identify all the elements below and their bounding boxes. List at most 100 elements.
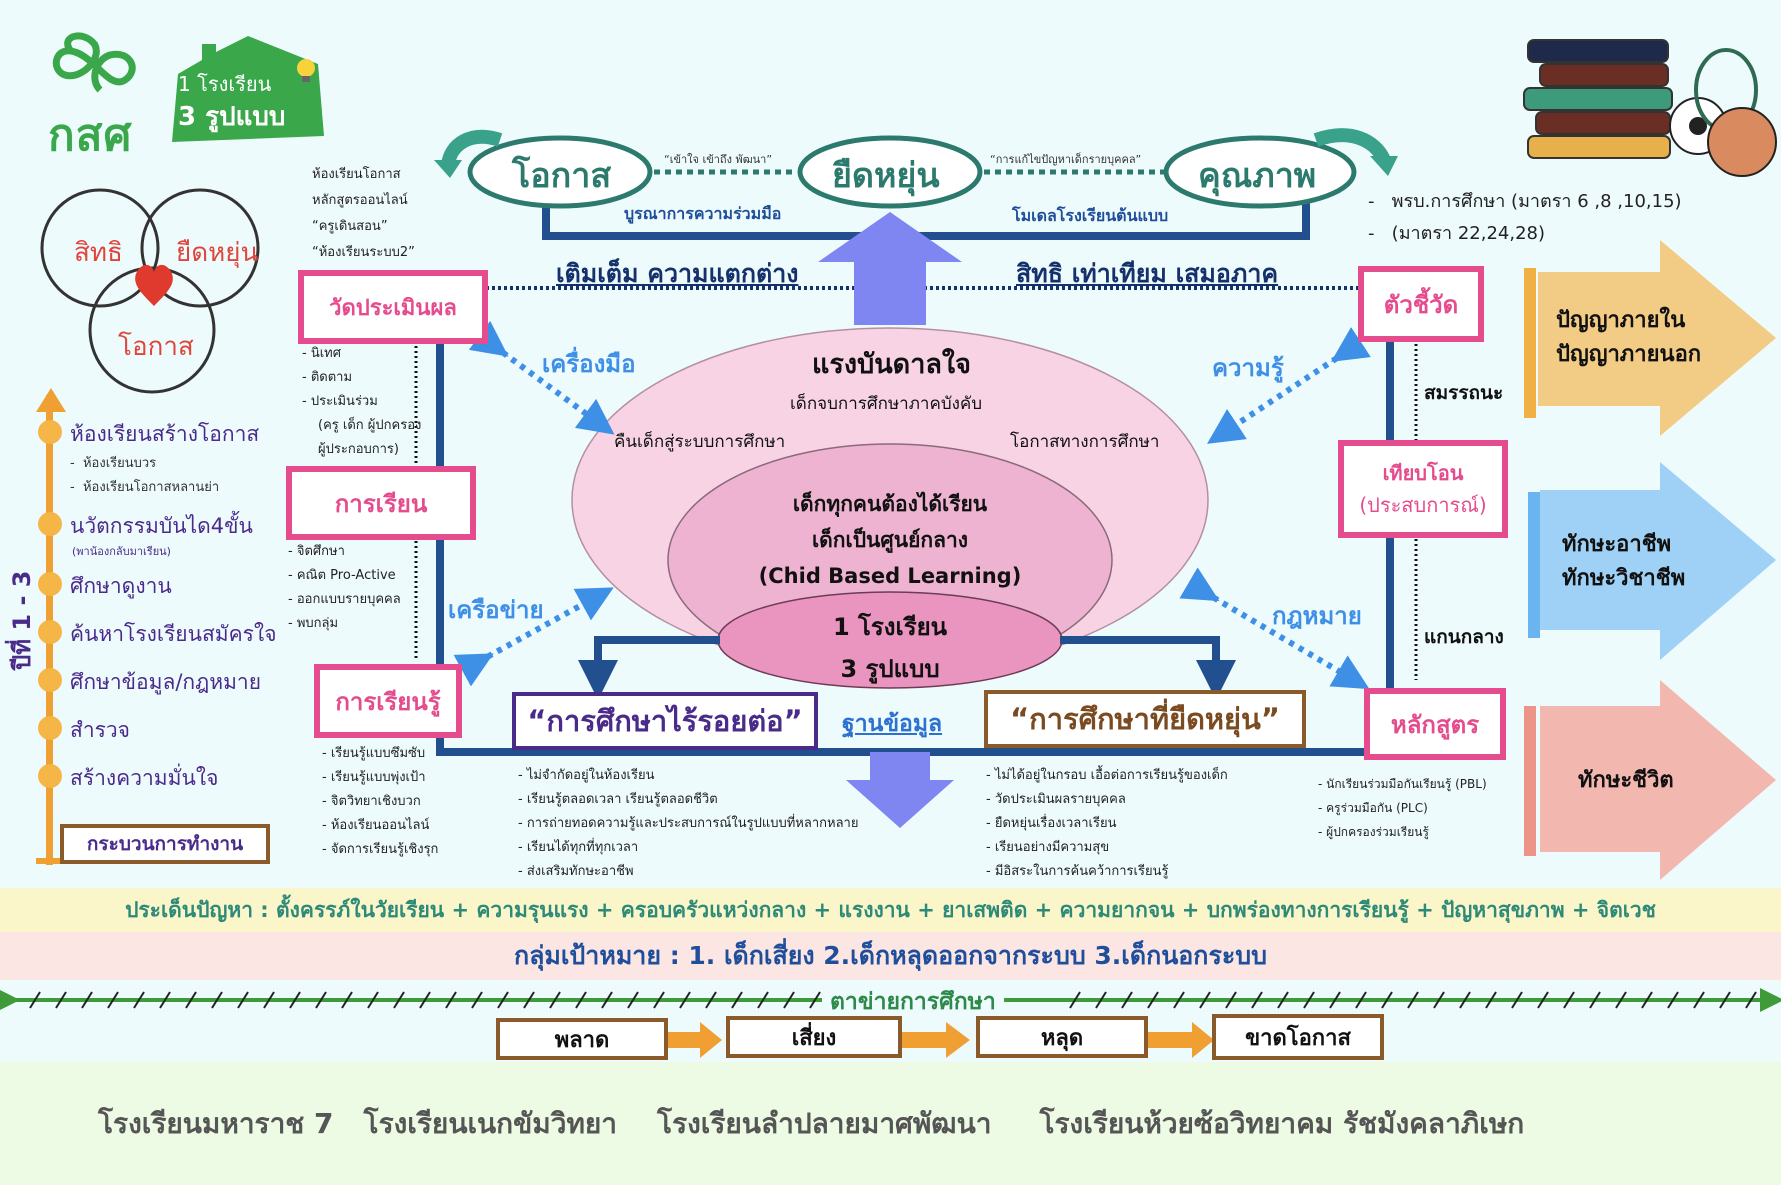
stage-risk: เสี่ยง xyxy=(726,1016,902,1058)
network-tick xyxy=(1589,991,1601,1009)
label-network: เครือข่าย xyxy=(448,596,544,624)
school-name: โรงเรียนมหาราช 7 xyxy=(98,1106,334,1140)
network-tick xyxy=(471,991,483,1009)
timeline-sub: - ห้องเรียนบวร xyxy=(70,456,157,471)
list-item: จัดการเรียนรู้เชิงรุก xyxy=(322,838,439,862)
network-tick xyxy=(1407,991,1419,1009)
box-title: วัดประเมินผล xyxy=(329,295,457,321)
cycle-node-quality: คุณภาพ xyxy=(1198,156,1317,196)
network-tick xyxy=(757,991,769,1009)
list-item: จิตศึกษา xyxy=(288,540,401,564)
network-tick xyxy=(679,991,691,1009)
box-indicator: ตัวชี้วัด xyxy=(1358,266,1484,342)
inner-line: 1 โรงเรียน xyxy=(832,613,948,641)
network-tick xyxy=(1147,991,1159,1009)
center-inner-text: 1 โรงเรียน 3 รูปแบบ xyxy=(740,606,1040,690)
stage-miss: พลาด xyxy=(496,1018,668,1060)
network-tick xyxy=(1381,991,1393,1009)
list-item: ห้องเรียนออนไลน์ xyxy=(322,814,438,838)
school-name: โรงเรียนลำปลายมาศพัฒนา xyxy=(657,1106,992,1140)
mode-seamless: “การศึกษาไร้รอยต่อ” xyxy=(512,692,818,750)
network-tick xyxy=(1641,991,1653,1009)
center-outer-right: โอกาสทางการศึกษา xyxy=(1010,432,1160,452)
opportunity-notes: ห้องเรียนโอกาส หลักสูตรออนไลน์ “ครูเดินส… xyxy=(312,162,415,266)
network-tick xyxy=(1095,991,1107,1009)
timeline-item: สร้างความมั่นใจ xyxy=(70,766,219,790)
timeline-item: ห้องเรียนสร้างโอกาส xyxy=(70,422,260,446)
timeline-item: ค้นหาโรงเรียนสมัครใจ xyxy=(70,622,277,646)
middle-line: เด็กทุกคนต้องได้เรียน xyxy=(792,492,988,516)
timeline-dot xyxy=(38,716,62,740)
network-tick xyxy=(263,991,275,1009)
list-item: เรียนรู้แบบพุ่งเป้า xyxy=(322,766,438,790)
up-arrow-icon xyxy=(818,212,962,325)
label-competency: สมรรถนะ xyxy=(1424,382,1504,404)
house-badge xyxy=(172,36,324,142)
list-item: ไม่จำกัดอยู่ในห้องเรียน xyxy=(518,764,858,788)
outcome-line: ปัญญาภายนอก xyxy=(1556,342,1702,367)
school-name: โรงเรียนเนกขัมวิทยา xyxy=(363,1106,618,1140)
flexible-list: ไม่ได้อยู่ในกรอบ เอื้อต่อการเรียนรู้ของเ… xyxy=(986,764,1228,884)
box-evaluation: วัดประเมินผล xyxy=(298,270,488,344)
list-item: ติดตาม xyxy=(302,366,421,390)
heart-icon xyxy=(135,264,173,306)
timeline-base xyxy=(36,858,62,864)
evaluation-list: นิเทศ ติดตาม ประเมินร่วม (ครู เด็ก ผู้ปก… xyxy=(302,342,422,462)
timeline-dot xyxy=(38,512,62,536)
box-credit-transfer: เทียบโอน (ประสบการณ์) xyxy=(1338,440,1508,538)
outcome-career: ทักษะอาชีพ ทักษะวิชาชีพ xyxy=(1562,528,1685,596)
note-line: “ครูเดินสอน” xyxy=(312,219,388,234)
timeline-item: ศึกษาข้อมูล/กฎหมาย xyxy=(70,670,262,694)
network-tick xyxy=(81,991,93,1009)
network-tick xyxy=(159,991,171,1009)
label-law: กฎหมาย xyxy=(1272,602,1362,630)
network-tick xyxy=(133,991,145,1009)
box-learning: การเรียนรู้ xyxy=(314,664,462,738)
timeline-item: ศึกษาดูงาน xyxy=(70,574,172,598)
list-item: พบกลุ่ม xyxy=(288,612,401,636)
note-line: ห้องเรียนโอกาส xyxy=(312,167,401,182)
stage-no-opportunity: ขาดโอกาส xyxy=(1212,1014,1384,1060)
network-tick xyxy=(1511,991,1523,1009)
box-title: ตัวชี้วัด xyxy=(1383,290,1459,319)
network-tick xyxy=(1173,991,1185,1009)
badge-line-1: 1 โรงเรียน xyxy=(178,72,272,96)
middle-line: เด็กเป็นศูนย์กลาง xyxy=(811,528,968,552)
bar-label-model-school: โมเดลโรงเรียนต้นแบบ xyxy=(1012,206,1169,225)
list-item: ผู้ปกครองร่วมเรียนรู้ xyxy=(1318,820,1487,844)
label-tools: เครื่องมือ xyxy=(542,350,636,378)
logo-org-name: กสศ xyxy=(48,110,133,161)
network-tick xyxy=(523,991,535,1009)
network-tick xyxy=(1719,991,1731,1009)
schools-band: โรงเรียนมหาราช 7 โรงเรียนเนกขัมวิทยา โรง… xyxy=(0,1062,1781,1185)
network-tick xyxy=(575,991,587,1009)
law-references: - พรบ.การศึกษา (มาตรา 6 ,8 ,10,15) - (มา… xyxy=(1368,186,1682,250)
list-item: ครูร่วมมือกัน (PLC) xyxy=(1318,796,1487,820)
center-middle-text: เด็กทุกคนต้องได้เรียน เด็กเป็นศูนย์กลาง … xyxy=(690,486,1090,594)
box-subtitle: (ประสบการณ์) xyxy=(1359,493,1487,517)
box-study: การเรียน xyxy=(286,466,476,540)
network-tick xyxy=(237,991,249,1009)
outcome-line: ทักษะอาชีพ xyxy=(1562,532,1672,557)
list-item: เรียนรู้ตลอดเวลา เรียนรู้ตลอดชีวิต xyxy=(518,788,858,812)
list-item: ประเมินร่วม xyxy=(302,390,421,414)
database-label: ฐานข้อมูล xyxy=(842,711,943,737)
list-item: มีอิสระในการค้นคว้าการเรียนรู้ xyxy=(986,860,1228,884)
down-arrow-icon xyxy=(846,752,954,828)
timeline-dot xyxy=(38,572,62,596)
curved-arrow-right-icon xyxy=(1313,128,1391,164)
school-name: โรงเรียนห้วยซ้อวิทยาคม รัชมังคลาภิเษก xyxy=(1039,1106,1525,1140)
list-item: ไม่ได้อยู่ในกรอบ เอื้อต่อการเรียนรู้ของเ… xyxy=(986,764,1228,788)
network-tick xyxy=(1225,991,1237,1009)
box-title: การเรียนรู้ xyxy=(335,687,441,716)
network-tick xyxy=(1355,991,1367,1009)
outcome-line: ทักษะวิชาชีพ xyxy=(1562,566,1686,591)
network-tick xyxy=(1485,991,1497,1009)
year-label: ปีที่ 1 - 3 xyxy=(8,570,36,670)
network-tick xyxy=(731,991,743,1009)
list-item: นักเรียนร่วมมือกันเรียนรู้ (PBL) xyxy=(1318,772,1487,796)
network-tick xyxy=(1199,991,1211,1009)
box-curriculum: หลักสูตร xyxy=(1364,688,1506,760)
network-tick xyxy=(315,991,327,1009)
logo-mark-icon xyxy=(52,32,136,93)
